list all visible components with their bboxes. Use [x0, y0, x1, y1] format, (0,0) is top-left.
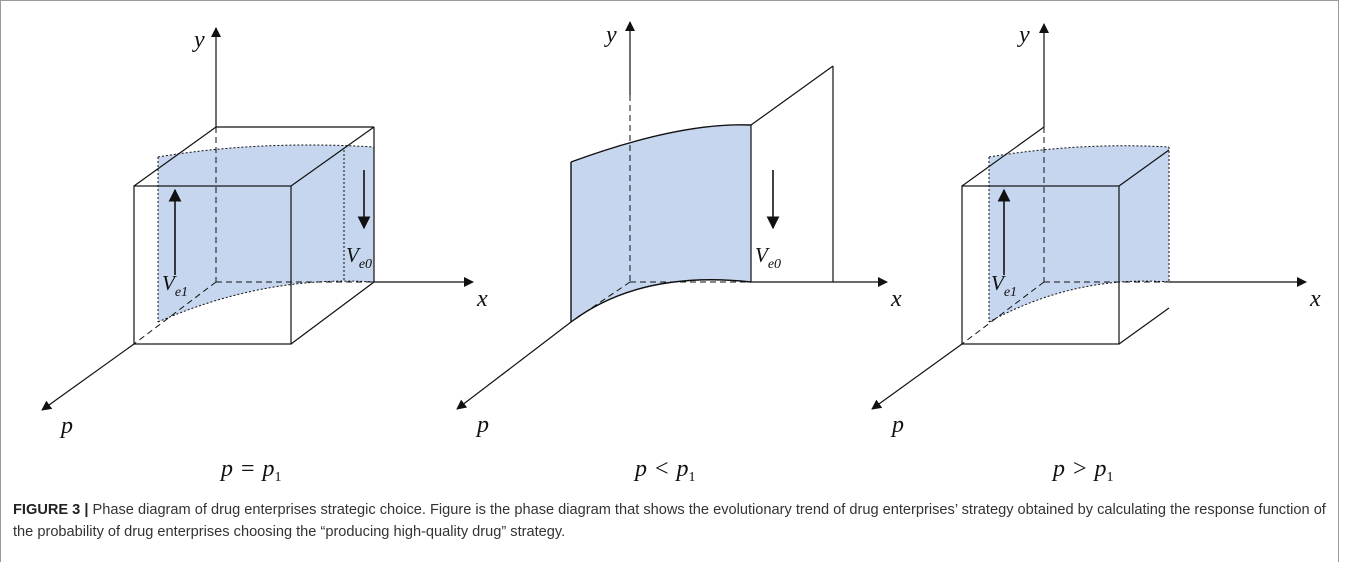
y-axis-label-middle: y: [604, 22, 617, 48]
vector-label-ve0-middle: Ve0: [755, 243, 781, 272]
caption-separator: |: [84, 502, 89, 518]
panel-middle: y x p Ve0 p<p1: [456, 21, 902, 485]
p-axis-middle: [456, 321, 572, 410]
p-axis-right: [871, 343, 963, 410]
panel-right: y x p Ve1 p>p1: [871, 22, 1321, 485]
vector-label-ve1-right: Ve1: [991, 271, 1017, 300]
condition-label-left: p=p1: [219, 456, 282, 485]
figure-number: FIGURE 3: [13, 502, 81, 518]
p-axis-left: [41, 343, 135, 411]
p-axis-label-middle: p: [475, 412, 489, 438]
cube-left: [133, 126, 375, 345]
cube-middle: [570, 65, 834, 323]
condition-label-right: p>p1: [1051, 456, 1114, 485]
p-axis-label-left: p: [59, 413, 73, 439]
p-axis-label-right: p: [890, 412, 904, 438]
condition-label-middle: p<p1: [633, 456, 696, 485]
phase-surface-left: [158, 144, 374, 322]
vector-label-ve0-left: Ve0: [346, 243, 372, 272]
figure-caption: FIGURE 3 | Phase diagram of drug enterpr…: [13, 499, 1333, 543]
y-axis-label-left: y: [192, 27, 205, 53]
caption-text: Phase diagram of drug enterprises strate…: [13, 502, 1326, 540]
vector-label-ve1-left: Ve1: [162, 271, 188, 300]
y-axis-label-right: y: [1017, 22, 1030, 48]
phase-diagram-figure: y x p Ve1 Ve0 p=p1 y: [41, 21, 1321, 485]
x-axis-label-middle: x: [890, 286, 902, 312]
x-axis-label-left: x: [476, 286, 488, 312]
panel-left: y x p Ve1 Ve0 p=p1: [41, 27, 488, 485]
phase-surface-right: [989, 145, 1169, 322]
phase-surface-middle: [571, 124, 751, 322]
cube-right: [961, 126, 1170, 345]
x-axis-label-right: x: [1309, 286, 1321, 312]
figure-frame: [0, 0, 1339, 562]
